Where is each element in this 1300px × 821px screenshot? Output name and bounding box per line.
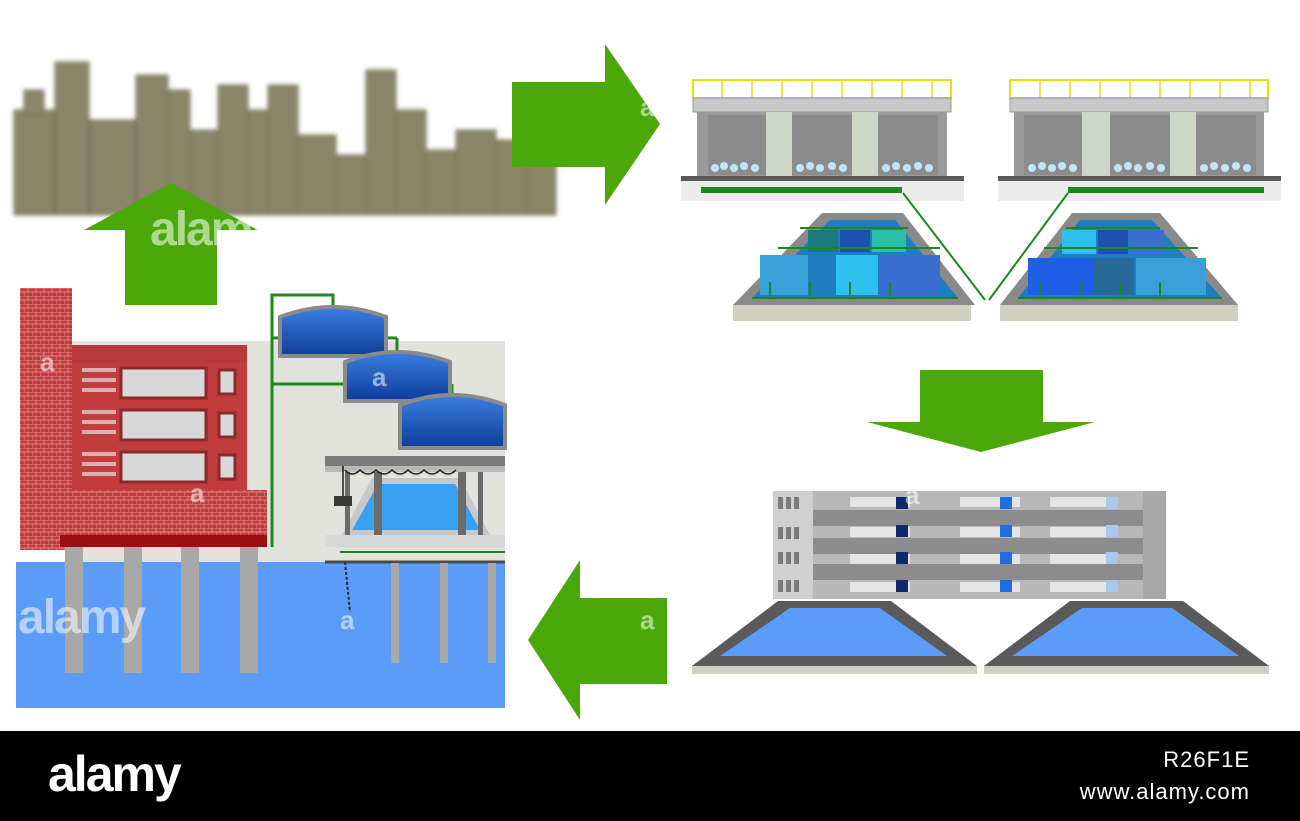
- brand-logo: alamy: [48, 746, 182, 802]
- settling-tank-right: [984, 601, 1269, 674]
- watermark-text: a: [190, 478, 205, 508]
- arrow-left: [528, 560, 667, 720]
- footer-bar: alamy R26F1E www.alamy.com: [0, 731, 1300, 821]
- arrow-right: [512, 44, 660, 205]
- diagram-stage: alamy alamy a a a a a a a: [13, 44, 1281, 720]
- watermark-text: a: [340, 605, 355, 635]
- watermark-text: a: [640, 92, 655, 122]
- watermark-text: a: [640, 605, 655, 635]
- filtration-unit: [773, 491, 1166, 599]
- watermark-text: a: [905, 480, 920, 510]
- storage-tanks: [278, 305, 507, 450]
- settling-tank-left: [692, 601, 977, 674]
- aeration-basin-left: [681, 79, 986, 321]
- site-url-label: www.alamy.com: [1079, 779, 1250, 804]
- aeration-basin-right: [988, 79, 1281, 321]
- watermark-text: a: [372, 362, 387, 392]
- watermark-text: alamy: [18, 591, 146, 644]
- watermark-text: a: [40, 347, 55, 377]
- watermark-text: alamy: [150, 203, 278, 256]
- arrow-up: [84, 183, 258, 305]
- waterfront-plant: [16, 288, 507, 708]
- city-skyline: [13, 61, 557, 216]
- arrow-down: [867, 370, 1095, 452]
- image-id-label: R26F1E: [1163, 747, 1250, 772]
- cycle-diagram: [13, 44, 1281, 720]
